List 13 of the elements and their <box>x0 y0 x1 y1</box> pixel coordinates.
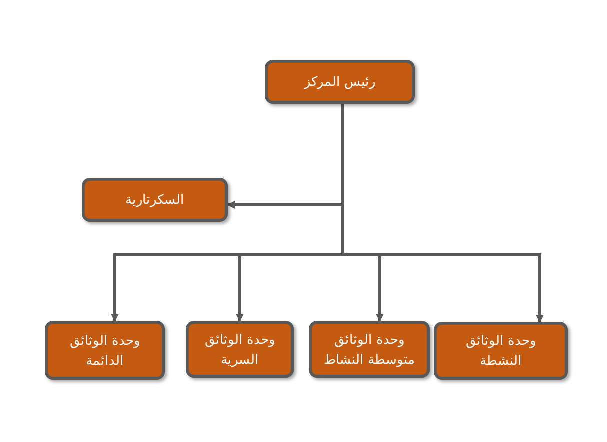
org-unit-box <box>45 321 165 380</box>
unit-title: وحدة الوثائق متوسطة النشاط <box>323 330 416 370</box>
unit-title: وحدة الوثائق الدائمة <box>69 332 141 370</box>
org-unit-box <box>265 60 415 104</box>
org-unit-box <box>434 322 568 380</box>
unit-title: وحدة الوثائق النشطة <box>465 332 537 370</box>
org-unit-box <box>186 321 294 378</box>
connector-arrow <box>342 104 544 323</box>
unit-title: رئيس المركز <box>304 73 376 92</box>
org-unit-box <box>82 178 228 222</box>
unit-title: السكرتارية <box>126 191 184 210</box>
org-unit-box <box>309 321 430 378</box>
unit-title: وحدة الوثائق السرية <box>204 330 276 370</box>
